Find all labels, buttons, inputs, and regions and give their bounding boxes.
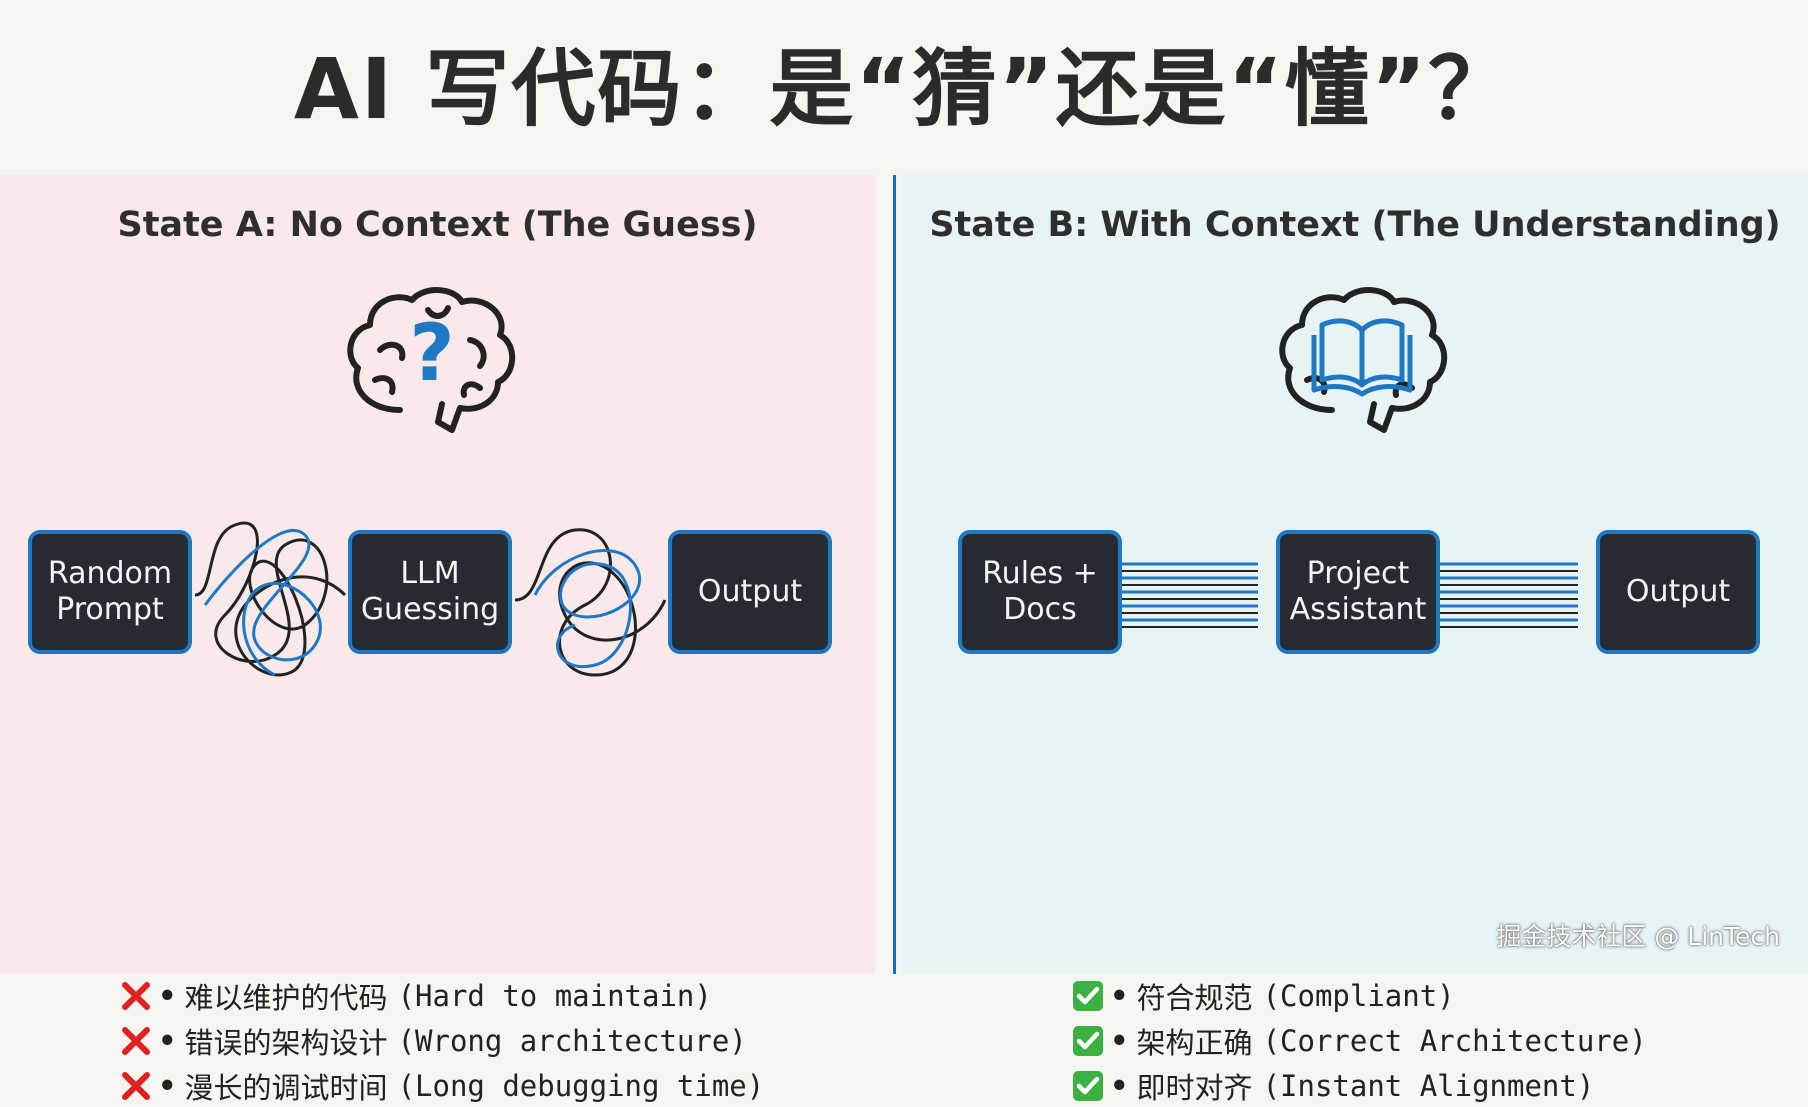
bullet-a-2: • 错误的架构设计 (Wrong architecture)	[120, 1020, 747, 1062]
bullet-b-2-en: (Correct Architecture)	[1262, 1024, 1647, 1058]
bullet-a-3: • 漫长的调试时间 (Long debugging time)	[120, 1065, 764, 1107]
red-cross-icon	[122, 982, 150, 1010]
bullet-b-3: • 即时对齐 (Instant Alignment)	[1072, 1065, 1594, 1107]
project-assistant-line2: Assistant	[1289, 592, 1427, 627]
rules-docs-line2: Docs	[1003, 592, 1077, 627]
bullet-a-1-en: (Hard to maintain)	[397, 979, 712, 1013]
bullet-a-1: • 难以维护的代码 (Hard to maintain)	[120, 975, 712, 1017]
green-check-icon	[1073, 1071, 1103, 1101]
parallel-lines-left-icon	[1120, 562, 1258, 628]
bullet-a-2-en: (Wrong architecture)	[397, 1024, 747, 1058]
bullet-b-2-zh: 架构正确	[1136, 1026, 1253, 1060]
panel-b-heading: State B: With Context (The Understanding…	[929, 205, 1781, 245]
bullet-a-3-en: (Long debugging time)	[397, 1069, 765, 1103]
watermark: 掘金技术社区 @ LinTech	[1496, 922, 1780, 951]
tangled-line-left-icon	[194, 521, 347, 677]
bullet-dot: •	[158, 1069, 177, 1103]
output-b-label: Output	[1625, 574, 1731, 609]
tangled-line-right-icon	[514, 528, 667, 677]
bullet-b-1-zh: 符合规范	[1136, 981, 1253, 1015]
bullet-a-2-zh: 错误的架构设计	[184, 1026, 388, 1060]
bullet-dot: •	[1110, 1069, 1129, 1103]
rules-docs-line1: Rules +	[982, 556, 1098, 591]
bullet-b-3-zh: 即时对齐	[1136, 1071, 1253, 1105]
random-prompt-line1: Random	[47, 556, 173, 591]
bullet-dot: •	[158, 1024, 177, 1058]
output-a-label: Output	[697, 574, 803, 609]
bullet-b-3-en: (Instant Alignment)	[1262, 1069, 1595, 1103]
green-check-icon	[1073, 1026, 1103, 1056]
bullet-b-1: • 符合规范 (Compliant)	[1072, 975, 1455, 1017]
svg-text:?: ?	[409, 309, 454, 399]
llm-guessing-line1: LLM	[400, 556, 460, 591]
red-cross-icon	[122, 1072, 150, 1100]
green-check-icon	[1073, 981, 1103, 1011]
panel-no-context: State A: No Context (The Guess) ? Random…	[0, 175, 875, 1105]
bullet-b-1-en: (Compliant)	[1262, 979, 1455, 1013]
panel-divider	[893, 175, 896, 974]
rules-docs-box: Rules +Docs	[958, 530, 1122, 654]
bullet-dot: •	[1110, 979, 1129, 1013]
panel-a-heading: State A: No Context (The Guess)	[117, 205, 758, 245]
brain-question-icon: ?	[347, 287, 516, 433]
bullet-dot: •	[158, 979, 177, 1013]
parallel-lines-right-icon	[1440, 562, 1578, 628]
output-box-a: Output	[668, 530, 832, 654]
project-assistant-line1: Project	[1306, 556, 1410, 591]
bullet-b-2: • 架构正确 (Correct Architecture)	[1072, 1020, 1647, 1062]
random-prompt-line2: Prompt	[56, 592, 164, 627]
page-title: AI 写代码：是“猜”还是“懂”？	[293, 40, 1515, 138]
red-cross-icon	[122, 1027, 150, 1055]
bullet-dot: •	[1110, 1024, 1129, 1058]
output-box-b: Output	[1596, 530, 1760, 654]
brain-book-icon	[1279, 287, 1448, 433]
panel-with-context: State B: With Context (The Understanding…	[902, 175, 1808, 1105]
llm-guessing-line2: Guessing	[360, 592, 500, 627]
bullet-a-1-zh: 难以维护的代码	[184, 981, 388, 1015]
bullet-a-3-zh: 漫长的调试时间	[184, 1071, 388, 1105]
